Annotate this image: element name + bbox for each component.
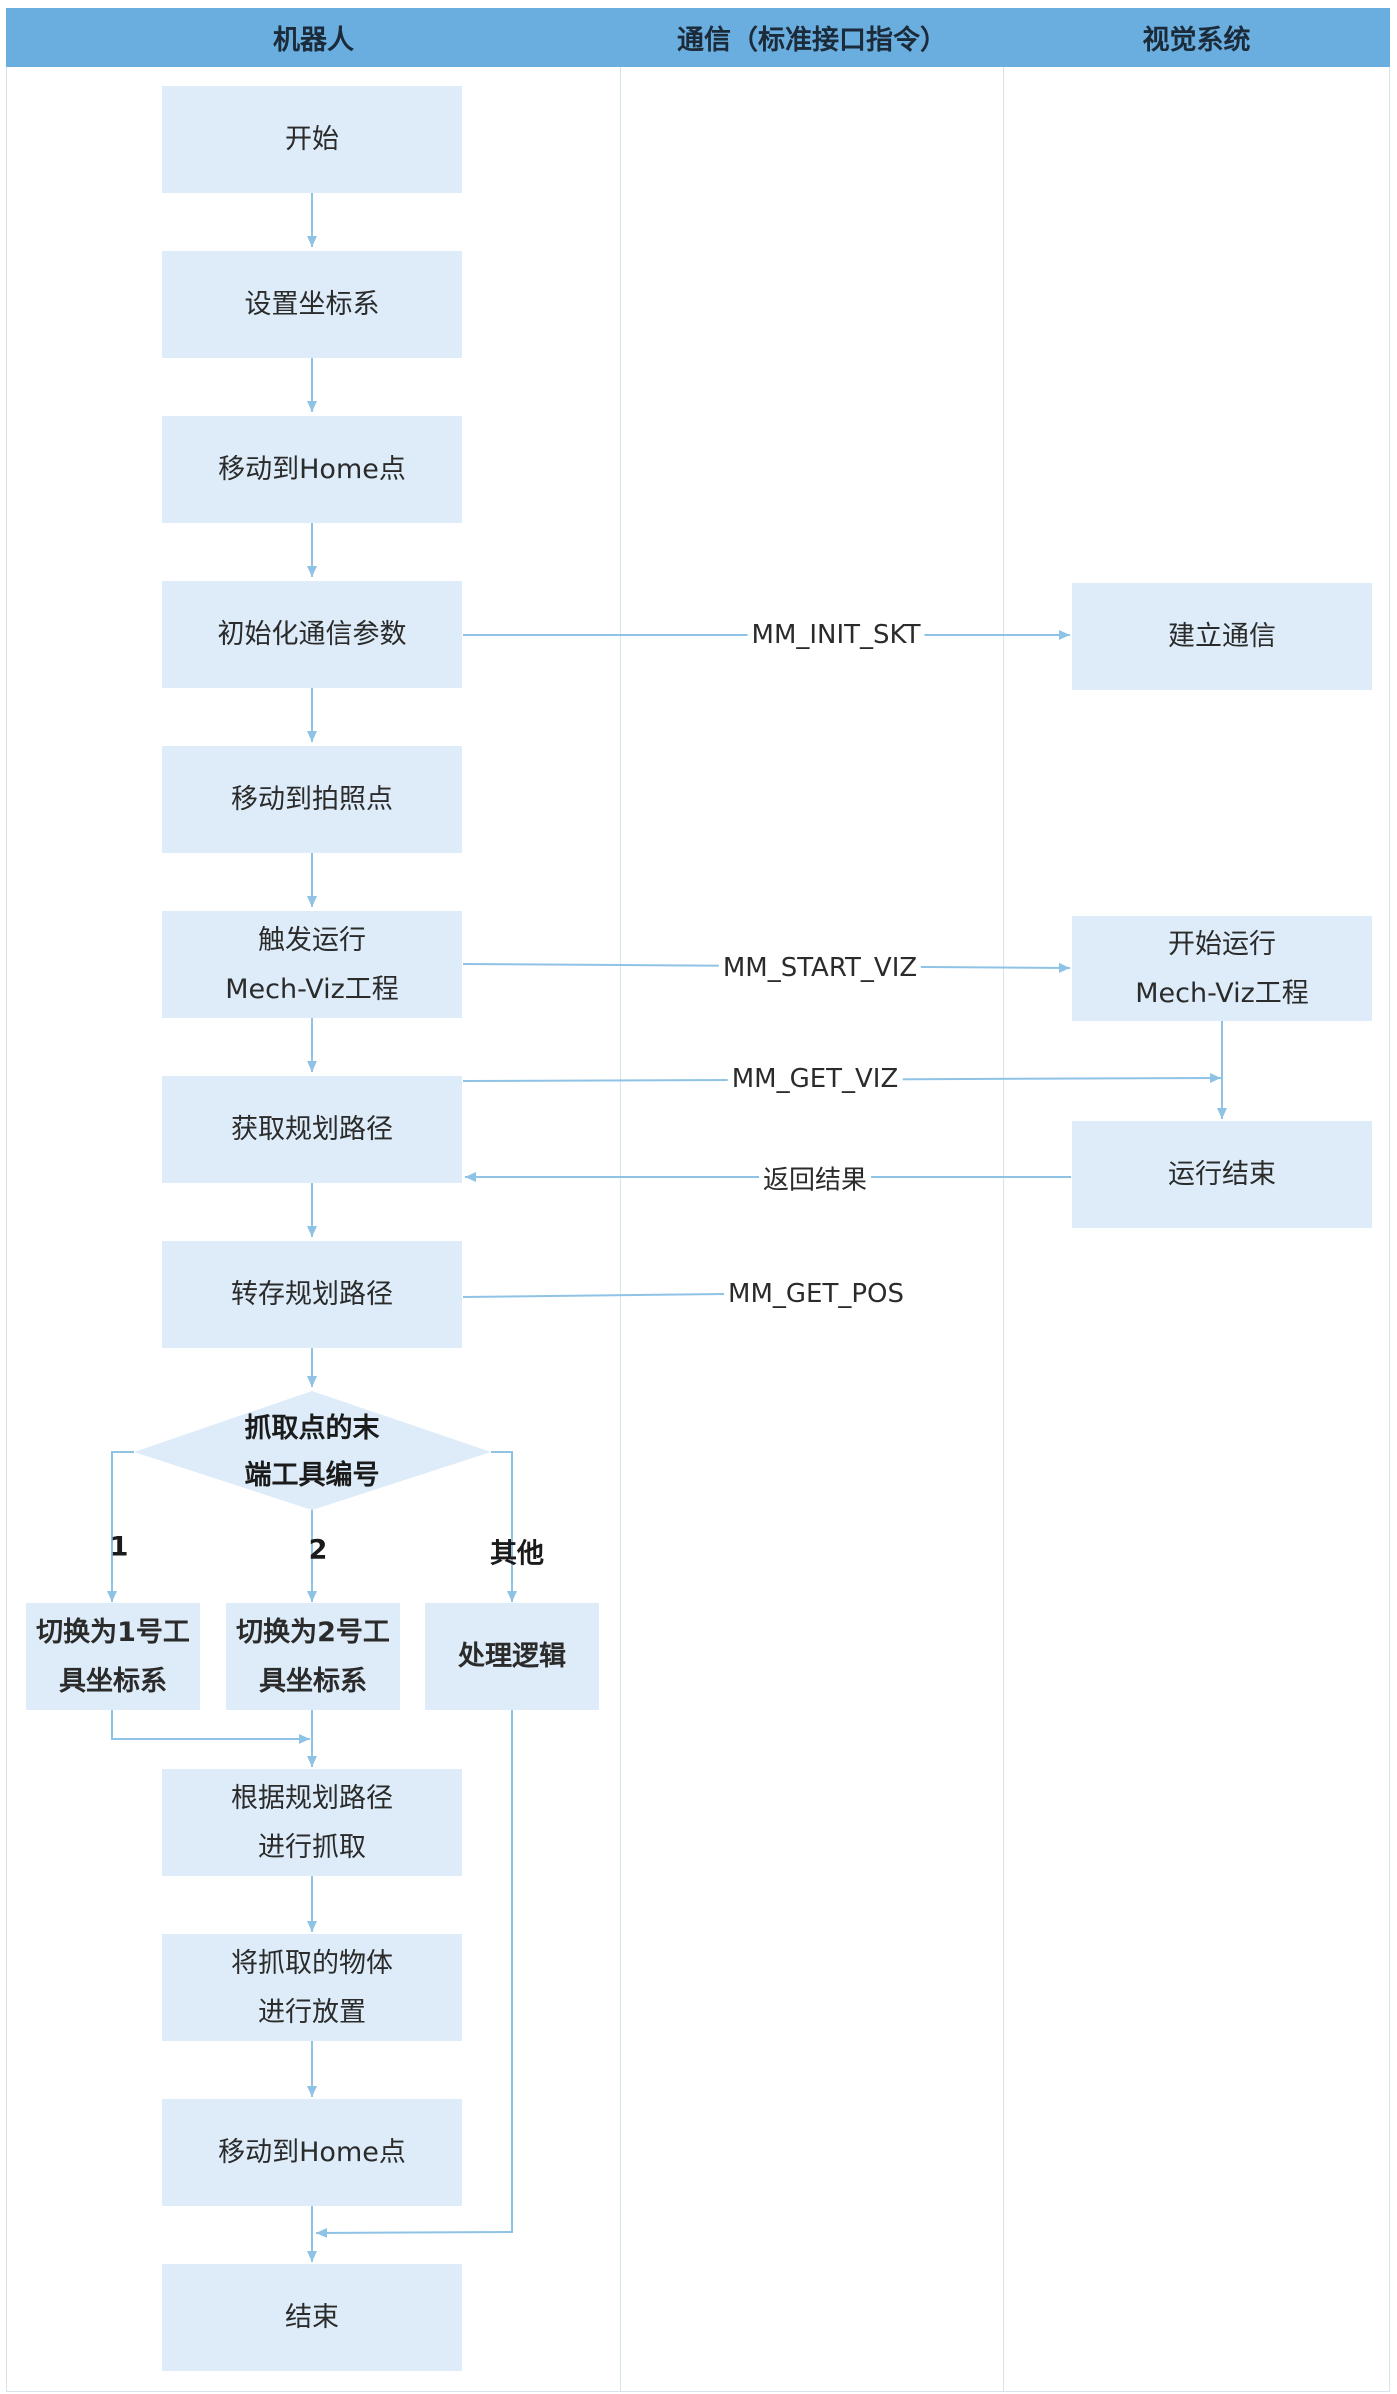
branch-arrow-1 [107, 1451, 134, 1602]
branch-label-2: 2 [308, 1534, 328, 1566]
step-start: 开始 [162, 86, 462, 193]
cmd-start-label: MM_START_VIZ [718, 953, 922, 983]
step-handle-logic: 处理逻辑 [425, 1603, 599, 1710]
cmd-getpos-label: MM_GET_POS [724, 1279, 908, 1309]
step-save-path: 转存规划路径 [162, 1241, 462, 1348]
decision-diamond [134, 1391, 491, 1510]
step-grab: 根据规划路径 进行抓取 [162, 1769, 462, 1876]
cmd-return-label: 返回结果 [758, 1159, 872, 1197]
step-trigger-run: 触发运行 Mech-Viz工程 [162, 911, 462, 1018]
branch-arrow-other [491, 1451, 517, 1602]
cmd-init-label: MM_INIT_SKT [747, 620, 925, 650]
step-init-comm: 初始化通信参数 [162, 581, 462, 688]
branch-label-other: 其他 [490, 1538, 544, 1570]
other-return-arrow [315, 1710, 513, 2238]
merge-arrow [111, 1710, 310, 1744]
step-switch-tool-2: 切换为2号工 具坐标系 [226, 1603, 400, 1710]
step-place: 将抓取的物体 进行放置 [162, 1934, 462, 2041]
lane-header-vision: 视觉系统 [1003, 8, 1390, 67]
step-set-coordinate-system: 设置坐标系 [162, 251, 462, 358]
decision-label: 抓取点的末 端工具编号 [244, 1413, 380, 1491]
cmd-getviz-label: MM_GET_VIZ [727, 1064, 903, 1094]
cmd-getpos-line [462, 1293, 726, 1298]
step-get-path: 获取规划路径 [162, 1076, 462, 1183]
step-move-home-2: 移动到Home点 [162, 2099, 462, 2206]
step-end: 结束 [162, 2264, 462, 2371]
branch-label-1: 1 [109, 1531, 129, 1563]
lane-header-comm: 通信（标准接口指令） [620, 8, 1004, 67]
vision-start-run: 开始运行 Mech-Viz工程 [1072, 916, 1372, 1021]
step-switch-tool-1: 切换为1号工 具坐标系 [26, 1603, 200, 1710]
lane-header-robot: 机器人 [6, 8, 621, 67]
vision-run-done: 运行结束 [1072, 1121, 1372, 1228]
step-move-home: 移动到Home点 [162, 416, 462, 523]
vision-establish-comm: 建立通信 [1072, 583, 1372, 690]
step-move-photo-point: 移动到拍照点 [162, 746, 462, 853]
